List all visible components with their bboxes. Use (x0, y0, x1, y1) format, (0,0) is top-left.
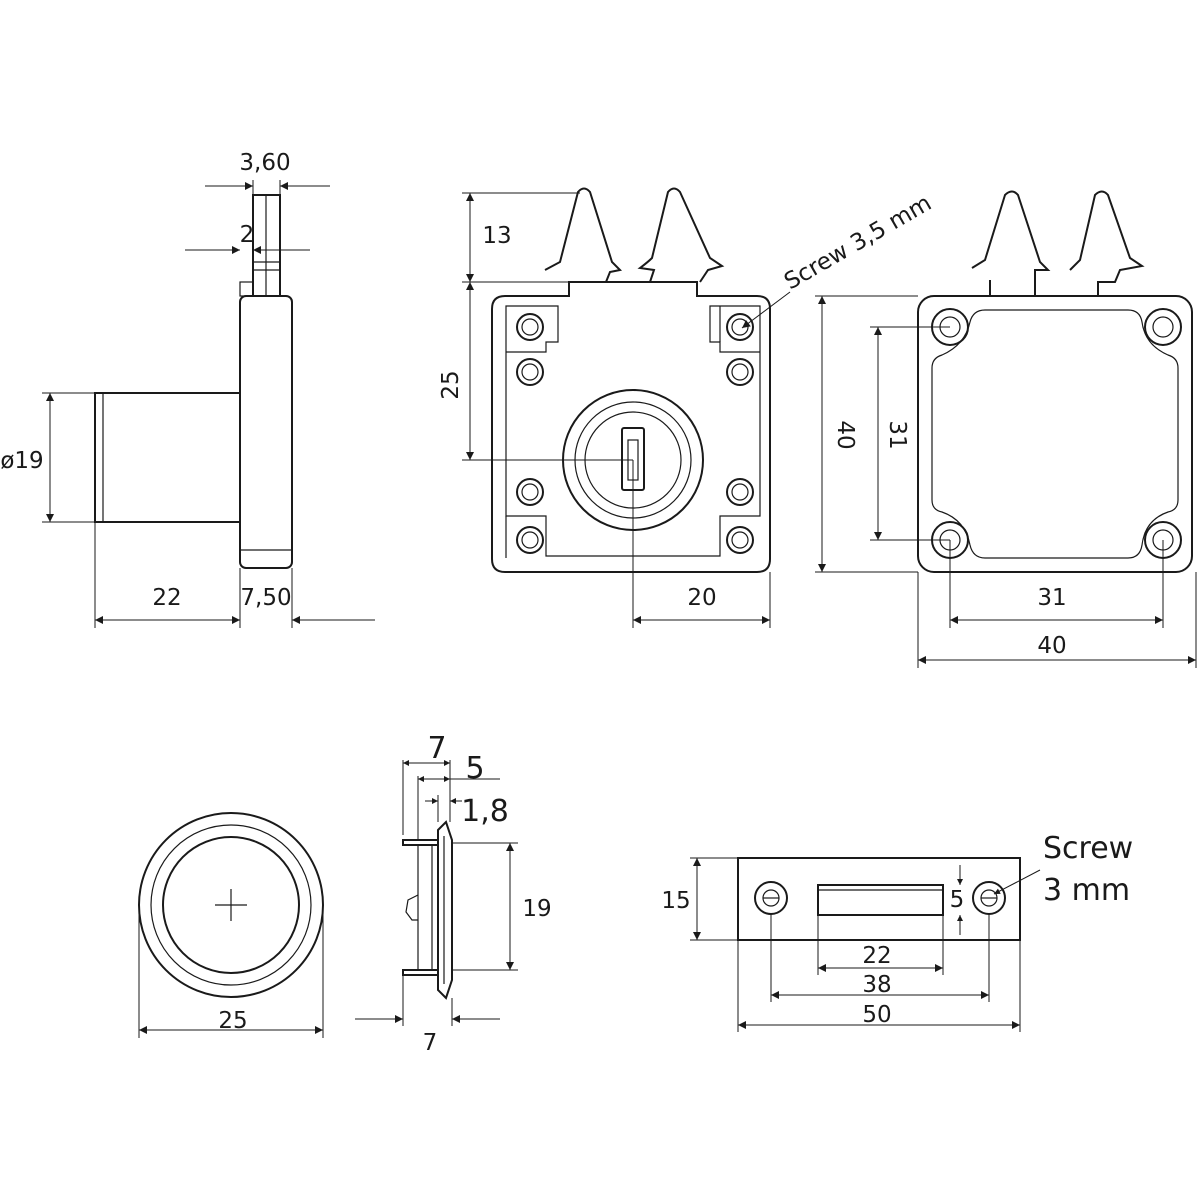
bolt-arrow-left (544, 187, 623, 283)
dim-rosette-diameter: 25 (218, 1008, 247, 1034)
bolt-tab (239, 281, 254, 297)
screw-leader-line (741, 291, 791, 329)
back-bolt-arrow-right (1069, 190, 1145, 296)
screw-hole (516, 358, 544, 386)
dim-strike-height: 15 (661, 888, 690, 914)
front-view: 13 25 20 Screw 3,5 mm (438, 187, 936, 628)
screw-hole (726, 313, 754, 341)
screw-hole (726, 478, 754, 506)
screw-hole-inner (731, 363, 749, 381)
rosette-lip-bottom (402, 969, 439, 976)
screw-hole (726, 526, 754, 554)
screw-hole (516, 478, 544, 506)
dim-back-width: 40 (1037, 633, 1066, 659)
screw-size: 3 mm (1043, 873, 1130, 908)
rosette-view: 25 (138, 812, 324, 1038)
dim-plate-thickness: 7,50 (240, 585, 291, 611)
rosette-nub (405, 894, 419, 921)
screw-hole (516, 313, 544, 341)
screw-hole (516, 526, 544, 554)
screw-hole-inner (521, 531, 539, 549)
back-view: 40 31 31 40 (815, 190, 1197, 668)
dim-rosette-depth: 7 (423, 1030, 438, 1056)
back-plate (917, 295, 1193, 573)
dim-hole-spacing-v: 31 (884, 420, 910, 449)
dim-bolt-height: 13 (482, 223, 511, 249)
screw-hole-inner (1152, 316, 1174, 338)
dim-back-height: 40 (832, 420, 858, 449)
lock-cylinder (94, 392, 241, 523)
dim-cylinder-diameter: ø19 (0, 448, 43, 474)
dim-hole-spacing: 38 (862, 972, 891, 998)
dim-hole-spacing-h: 31 (1037, 585, 1066, 611)
dim-slot-width: 22 (862, 943, 891, 969)
lock-body (491, 281, 771, 573)
strike-plate (737, 857, 1021, 941)
back-plate-inner-outline (931, 309, 1179, 559)
lock-plate (239, 295, 293, 569)
screw-hole-inner (521, 318, 539, 336)
side-view: 3,60 2 ø19 22 7,50 (0, 150, 375, 628)
dim-rosette-total: 7 (427, 731, 446, 766)
screw-hole (1144, 308, 1182, 346)
dim-strike-length: 50 (862, 1002, 891, 1028)
screw-hole-inner (521, 363, 539, 381)
screw-holes (516, 313, 754, 554)
rosette-flange (437, 820, 453, 1000)
rosette-ring (150, 824, 312, 986)
rosette-lip-top (402, 839, 439, 846)
strike-plate-view: 15 5 22 38 50 Screw 3 mm (661, 831, 1133, 1032)
screw-hole-inner (731, 318, 749, 336)
rosette-inner (162, 836, 300, 974)
dim-bolt-width: 3,60 (239, 150, 290, 176)
screw-hole (726, 358, 754, 386)
dim-rosette-height: 19 (522, 896, 551, 922)
back-bolt-arrow-left (971, 190, 1051, 296)
dim-bolt-offset: 2 (240, 222, 255, 248)
bolt-arrow-right (637, 187, 725, 283)
dim-rosette-flange: 5 (465, 751, 484, 786)
dim-rosette-lip: 1,8 (461, 794, 509, 829)
screw-note: Screw 3,5 mm (780, 190, 936, 295)
dim-slot-height: 5 (950, 887, 965, 913)
screw-label: Screw (1043, 831, 1133, 866)
body-inner-outline (505, 306, 721, 558)
dim-key-center-height: 25 (438, 370, 464, 399)
dim-key-center-offset: 20 (687, 585, 716, 611)
screw-hole-inner (731, 531, 749, 549)
screw-hole-inner (731, 483, 749, 501)
back-screw-holes (931, 308, 1182, 559)
strike-slot (817, 884, 944, 916)
dim-cylinder-length: 22 (152, 585, 181, 611)
rosette-side-view: 7 5 1,8 19 7 (355, 731, 552, 1056)
screw-leader-line (993, 869, 1041, 895)
body-inner-outline (505, 305, 761, 557)
screw-hole-inner (521, 483, 539, 501)
